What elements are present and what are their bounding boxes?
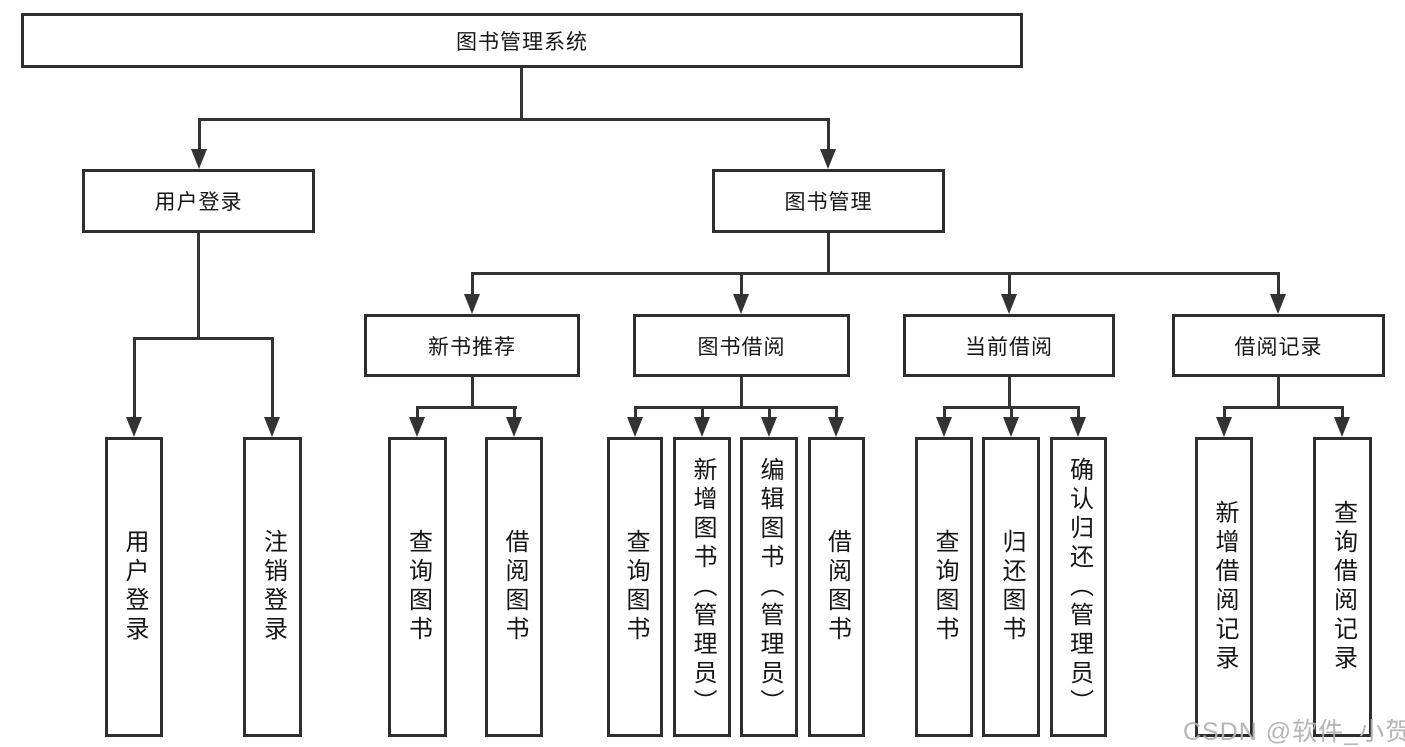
arrowhead [694, 417, 710, 437]
connector-line [198, 118, 830, 121]
node-root: 图书管理系统 [21, 13, 1023, 68]
arrowhead [506, 417, 522, 437]
leaf-add-borrow-record: 新增借阅记录 [1195, 437, 1253, 737]
arrowhead [820, 149, 836, 169]
arrowhead [1270, 294, 1286, 314]
connector-line [943, 406, 946, 421]
node-new-book-recommend-label: 新书推荐 [428, 335, 516, 359]
leaf-query-borrow-record: 查询借阅记录 [1313, 437, 1372, 737]
leaf-user-login-label: 用户登录 [121, 529, 148, 645]
node-user-login-group-label: 用户登录 [154, 191, 243, 214]
node-root-label: 图书管理系统 [456, 30, 588, 54]
arrowhead [936, 417, 952, 437]
arrowhead [1003, 417, 1019, 437]
node-user-login-group: 用户登录 [82, 169, 315, 233]
node-borrow-records: 借阅记录 [1172, 314, 1385, 377]
connector-line [1077, 406, 1080, 421]
connector-line [1008, 272, 1011, 296]
leaf-add-book-admin: 新增图书（管理员） [673, 437, 731, 737]
node-current-borrow: 当前借阅 [903, 314, 1115, 377]
leaf-logout: 注销登录 [243, 437, 302, 737]
arrowhead [1216, 417, 1232, 437]
leaf-borrow-book-recommend-label: 借阅图书 [501, 529, 528, 645]
node-borrow-records-label: 借阅记录 [1234, 335, 1323, 359]
arrowhead [733, 294, 749, 314]
arrowhead [191, 149, 207, 169]
connector-line [416, 406, 419, 421]
connector-line [1008, 377, 1011, 409]
arrowhead [409, 417, 425, 437]
leaf-query-book-recommend-label: 查询图书 [404, 529, 432, 645]
arrowhead [464, 294, 480, 314]
arrowhead [264, 417, 280, 437]
leaf-borrow-book-recommend: 借阅图书 [485, 437, 543, 737]
leaf-query-book-current-label: 查询图书 [931, 529, 958, 645]
leaf-query-book-borrow-label: 查询图书 [622, 529, 649, 645]
connector-line [471, 377, 474, 409]
arrowhead [761, 417, 777, 437]
arrowhead [828, 417, 844, 437]
connector-line [471, 272, 1279, 275]
leaf-query-book-borrow: 查询图书 [607, 437, 663, 737]
leaf-confirm-return-admin-label: 确认归还（管理员） [1065, 456, 1093, 718]
leaf-return-book-label: 归还图书 [998, 529, 1025, 645]
arrowhead [627, 417, 643, 437]
connector-line [768, 406, 771, 421]
node-new-book-recommend: 新书推荐 [364, 314, 580, 377]
connector-line [197, 233, 200, 340]
leaf-return-book: 归还图书 [982, 437, 1040, 737]
connector-line [1341, 406, 1344, 421]
arrowhead [1334, 417, 1350, 437]
connector-line [827, 118, 830, 152]
leaf-query-book-current: 查询图书 [915, 437, 973, 737]
connector-line [835, 406, 838, 421]
connector-line [416, 406, 517, 409]
leaf-add-book-admin-label: 新增图书（管理员） [689, 456, 716, 718]
leaf-query-borrow-record-label: 查询借阅记录 [1329, 500, 1357, 674]
connector-line [133, 337, 274, 340]
leaf-edit-book-admin: 编辑图书（管理员） [740, 437, 798, 737]
leaf-user-login: 用户登录 [105, 437, 163, 737]
connector-line [513, 406, 516, 421]
leaf-query-book-recommend: 查询图书 [388, 437, 447, 737]
connector-line [1277, 377, 1280, 409]
leaf-confirm-return-admin: 确认归还（管理员） [1050, 437, 1107, 737]
node-book-management: 图书管理 [712, 169, 945, 233]
node-book-management-label: 图书管理 [784, 191, 873, 214]
connector-line [1277, 272, 1280, 296]
connector-line [634, 406, 838, 409]
arrowhead [1070, 417, 1086, 437]
connector-line [634, 406, 637, 421]
node-current-borrow-label: 当前借阅 [965, 335, 1053, 359]
node-book-borrow-label: 图书借阅 [697, 335, 786, 359]
connector-line [740, 377, 743, 409]
connector-line [740, 272, 743, 296]
leaf-borrow-book: 借阅图书 [808, 437, 865, 737]
csdn-watermark: CSDN @软件_小贺同学 [1183, 718, 1405, 746]
connector-line [520, 68, 523, 120]
connector-line [1223, 406, 1344, 409]
leaf-edit-book-admin-label: 编辑图书（管理员） [756, 456, 783, 718]
arrowhead [1001, 294, 1017, 314]
connector-line [133, 337, 136, 419]
connector-line [471, 272, 474, 296]
node-book-borrow: 图书借阅 [633, 314, 850, 377]
leaf-add-borrow-record-label: 新增借阅记录 [1211, 500, 1238, 674]
leaf-logout-label: 注销登录 [259, 529, 287, 645]
leaf-borrow-book-label: 借阅图书 [823, 529, 851, 645]
connector-line [198, 118, 201, 152]
connector-line [271, 337, 274, 419]
connector-line [1223, 406, 1226, 421]
arrowhead [126, 417, 142, 437]
connector-line [827, 233, 830, 275]
connector-line [1010, 406, 1013, 421]
connector-line [701, 406, 704, 421]
